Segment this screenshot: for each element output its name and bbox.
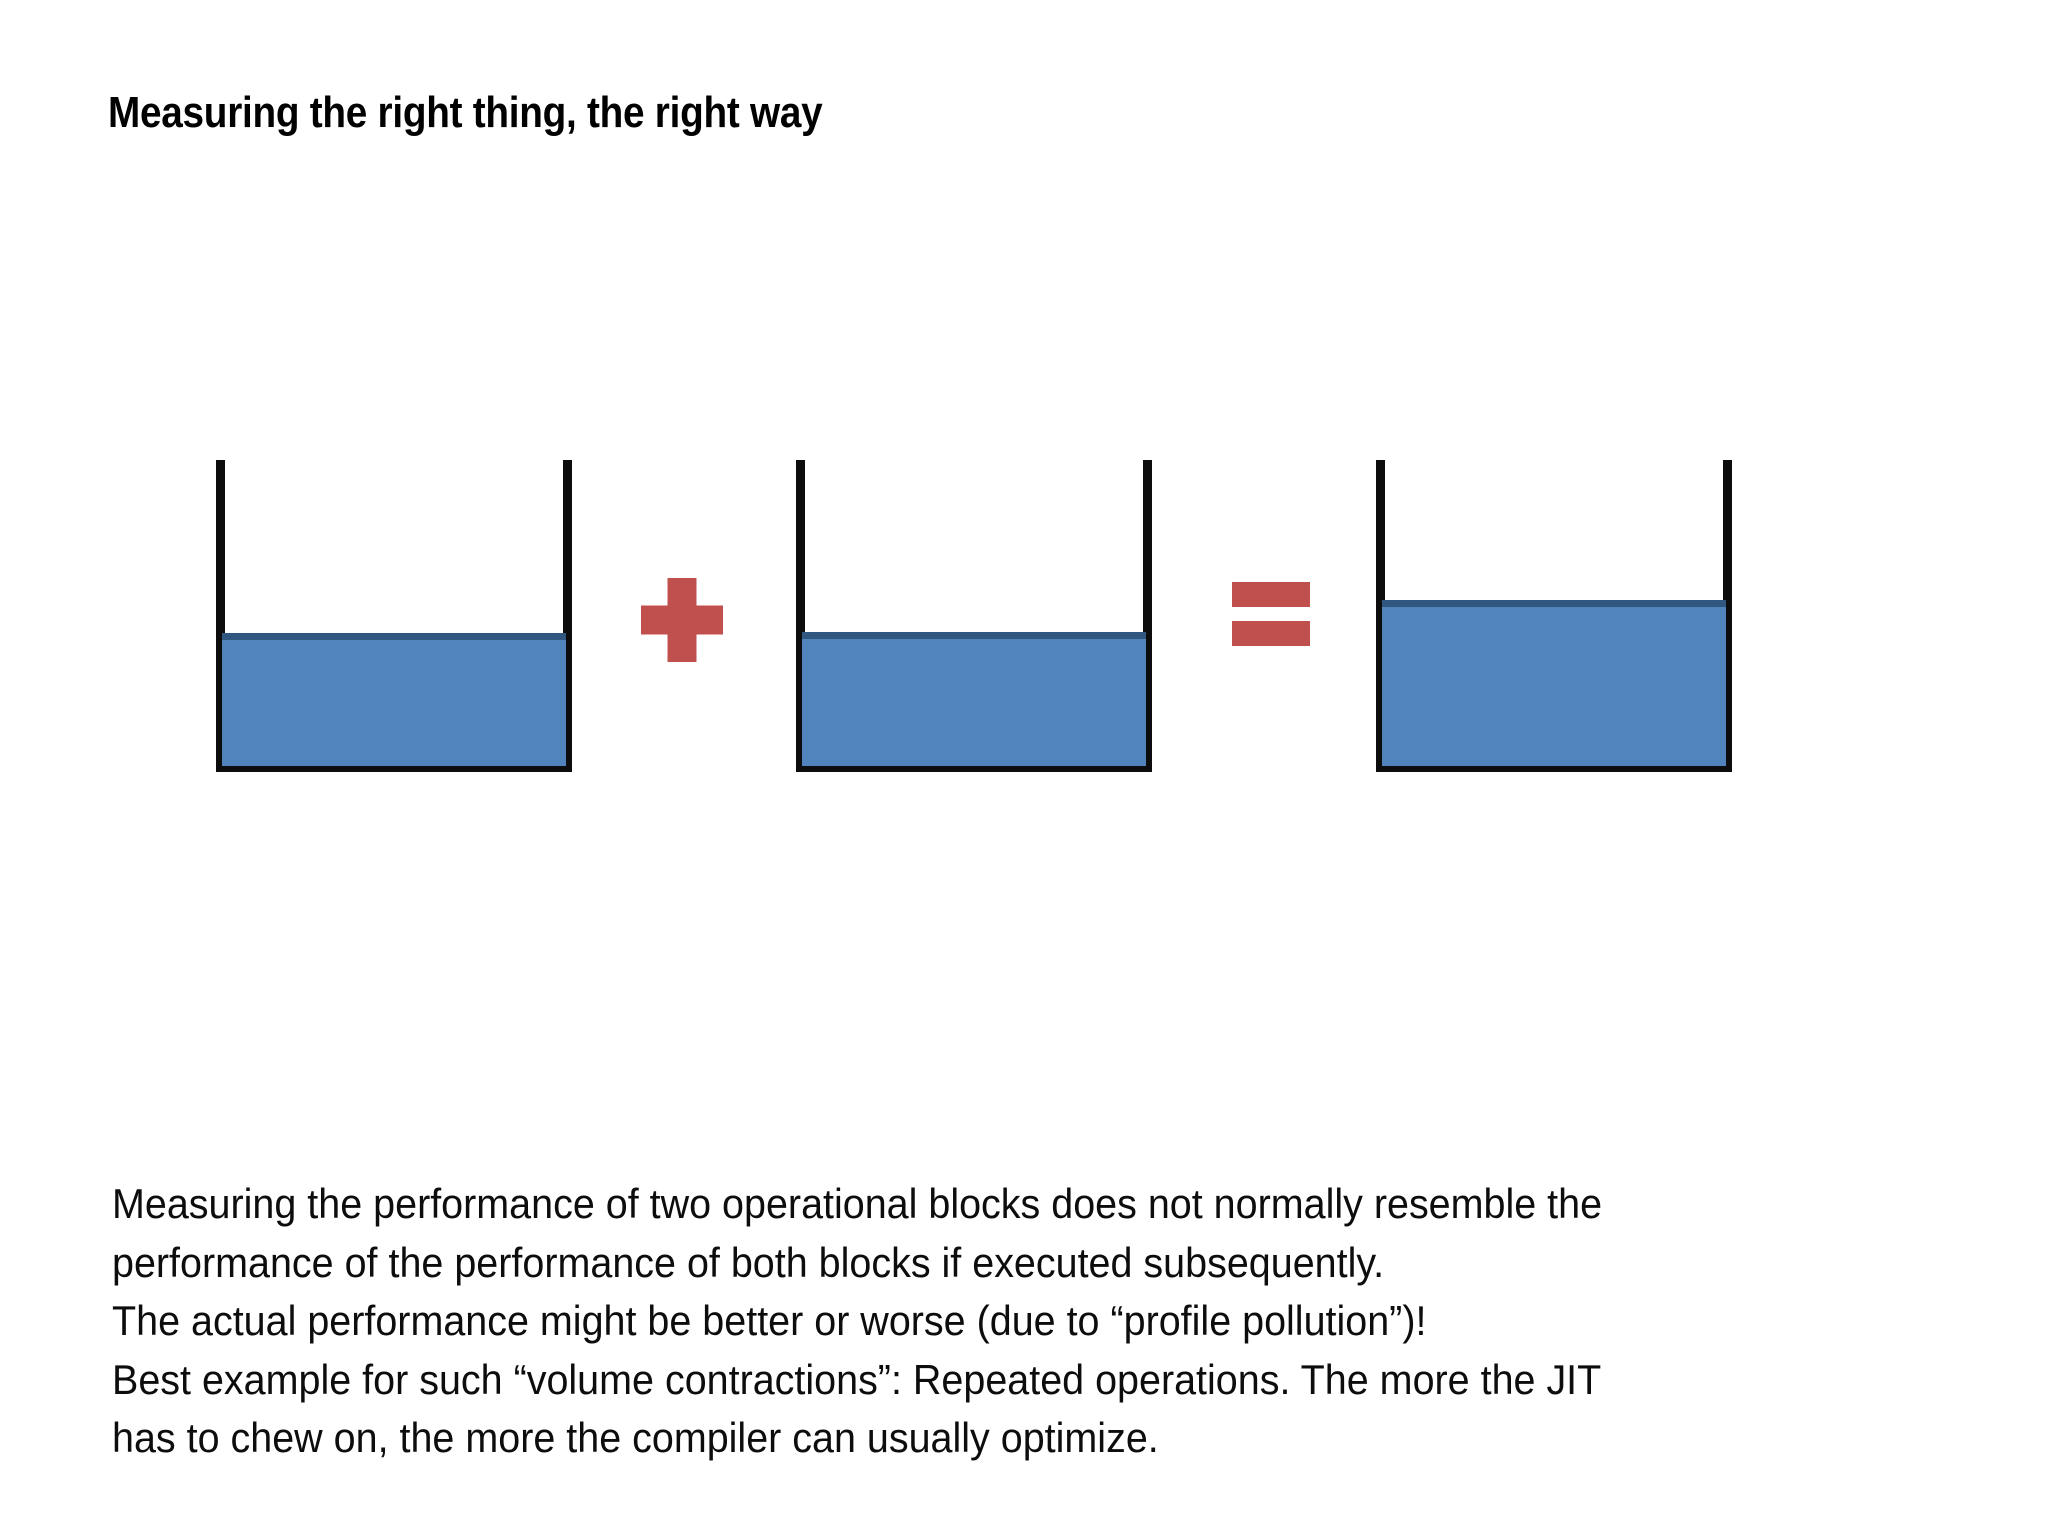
- beaker-one-liquid: [222, 633, 566, 766]
- beaker-one-left-wall: [216, 460, 225, 772]
- beaker-one-bottom-wall: [216, 763, 572, 772]
- beaker-two: [796, 460, 1152, 772]
- body-text-line: Best example for such “volume contractio…: [112, 1355, 1602, 1403]
- equals-operator-icon: [1232, 582, 1310, 646]
- beaker-three-liquid: [1382, 600, 1726, 766]
- beaker-two-liquid: [802, 632, 1146, 766]
- beaker-two-left-wall: [796, 460, 805, 772]
- plus-horizontal-bar: [641, 605, 723, 635]
- beaker-two-right-wall: [1143, 460, 1152, 772]
- body-text-block: Measuring the performance of two operati…: [112, 1175, 1860, 1468]
- plus-vertical-bar: [667, 578, 697, 662]
- plus-operator-icon: [641, 578, 723, 662]
- beaker-three-left-wall: [1376, 460, 1385, 772]
- beaker-three: [1376, 460, 1732, 772]
- body-text-line: The actual performance might be better o…: [112, 1297, 1427, 1344]
- page-title: Measuring the right thing, the right way: [108, 88, 823, 137]
- beaker-three-right-wall: [1723, 460, 1732, 772]
- beaker-one: [216, 460, 572, 772]
- equals-top-bar: [1232, 582, 1310, 607]
- beaker-three-bottom-wall: [1376, 763, 1732, 772]
- body-text-line: Measuring the performance of two operati…: [112, 1180, 1603, 1227]
- beaker-two-bottom-wall: [796, 763, 1152, 772]
- body-text-line: performance of the performance of both b…: [112, 1238, 1385, 1286]
- equals-bottom-bar: [1232, 621, 1310, 646]
- beaker-one-right-wall: [563, 460, 572, 772]
- body-text-line: has to chew on, the more the compiler ca…: [112, 1414, 1159, 1461]
